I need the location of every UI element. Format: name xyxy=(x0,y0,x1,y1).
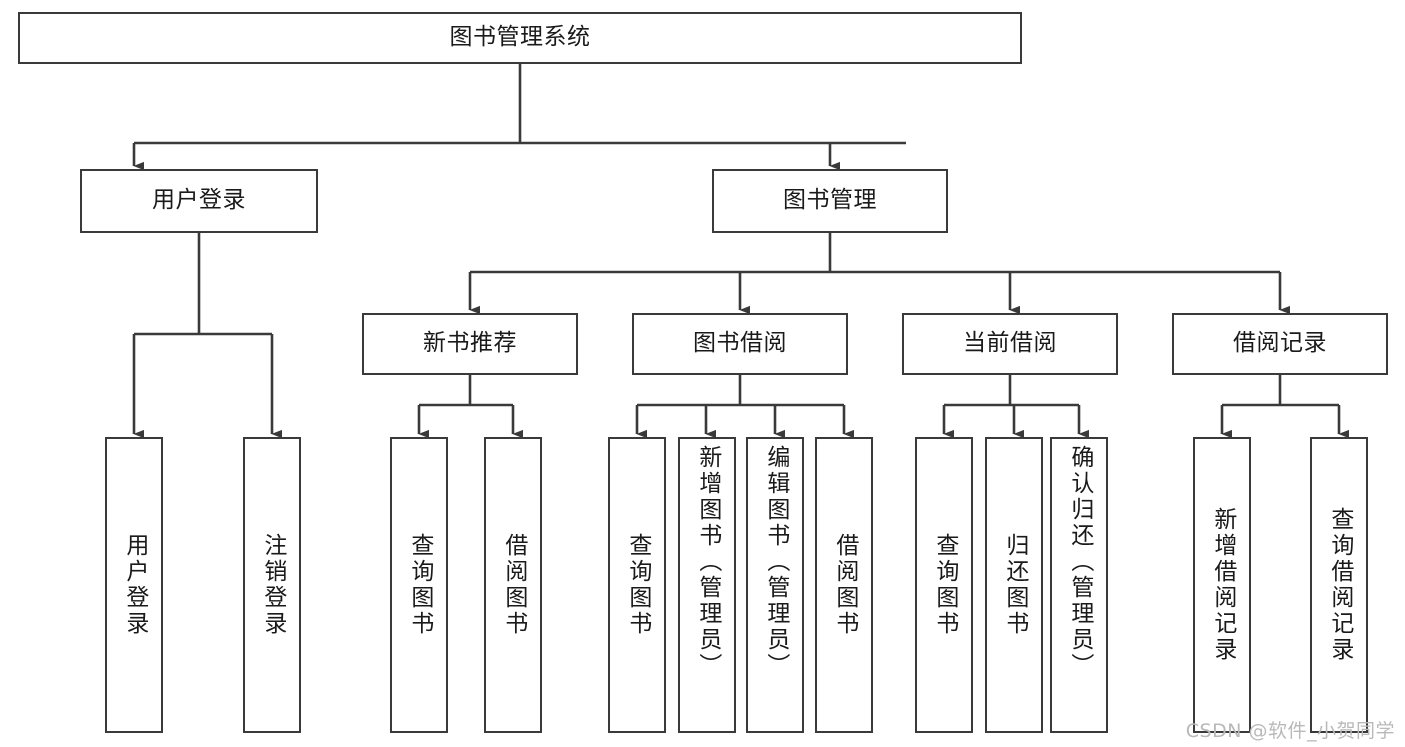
leaf-query-borrow-record-label: 查询借阅记录 xyxy=(1326,507,1353,663)
node-current-borrow-label: 当前借阅 xyxy=(963,330,1057,357)
node-new-book-recommend[interactable]: 新书推荐 xyxy=(362,313,578,375)
leaf-confirm-return-label: 确认归还（管理员） xyxy=(1066,445,1093,679)
node-book-borrow[interactable]: 图书借阅 xyxy=(632,313,848,375)
leaf-return-book[interactable]: 归还图书 xyxy=(985,437,1043,733)
node-borrow-record[interactable]: 借阅记录 xyxy=(1172,313,1388,375)
leaf-edit-book[interactable]: 编辑图书（管理员） xyxy=(746,437,804,733)
node-current-borrow[interactable]: 当前借阅 xyxy=(902,313,1118,375)
leaf-query-borrow-record[interactable]: 查询借阅记录 xyxy=(1310,437,1368,733)
node-book-borrow-label: 图书借阅 xyxy=(693,330,787,357)
leaf-add-borrow-record[interactable]: 新增借阅记录 xyxy=(1193,437,1251,733)
leaf-query-book-current[interactable]: 查询图书 xyxy=(915,437,973,733)
leaf-add-book-label: 新增图书（管理员） xyxy=(694,445,721,679)
leaf-return-book-label: 归还图书 xyxy=(1001,533,1028,637)
leaf-borrow-book-recommend[interactable]: 借阅图书 xyxy=(484,437,542,733)
node-book-management[interactable]: 图书管理 xyxy=(712,169,948,233)
leaf-add-book[interactable]: 新增图书（管理员） xyxy=(678,437,736,733)
leaf-query-book-borrow[interactable]: 查询图书 xyxy=(608,437,666,733)
node-root-system[interactable]: 图书管理系统 xyxy=(18,12,1022,64)
leaf-add-borrow-record-label: 新增借阅记录 xyxy=(1209,507,1236,663)
leaf-borrow-book-label: 借阅图书 xyxy=(831,533,858,637)
node-user-login-label: 用户登录 xyxy=(152,187,246,214)
leaf-query-book-recommend[interactable]: 查询图书 xyxy=(390,437,448,733)
leaf-logout-label: 注销登录 xyxy=(259,533,286,637)
leaf-logout[interactable]: 注销登录 xyxy=(243,437,301,733)
leaf-query-book-current-label: 查询图书 xyxy=(931,533,958,637)
leaf-confirm-return[interactable]: 确认归还（管理员） xyxy=(1050,437,1108,733)
node-user-login[interactable]: 用户登录 xyxy=(80,169,318,233)
leaf-user-login[interactable]: 用户登录 xyxy=(105,437,163,733)
node-root-label: 图书管理系统 xyxy=(449,24,591,51)
leaf-borrow-book[interactable]: 借阅图书 xyxy=(815,437,873,733)
node-book-management-label: 图书管理 xyxy=(783,187,877,214)
leaf-query-book-recommend-label: 查询图书 xyxy=(406,533,433,637)
node-borrow-record-label: 借阅记录 xyxy=(1233,330,1327,357)
leaf-user-login-label: 用户登录 xyxy=(121,533,148,637)
leaf-query-book-borrow-label: 查询图书 xyxy=(624,533,651,637)
node-new-book-recommend-label: 新书推荐 xyxy=(423,330,517,357)
leaf-borrow-book-recommend-label: 借阅图书 xyxy=(500,533,527,637)
leaf-edit-book-label: 编辑图书（管理员） xyxy=(762,445,789,679)
